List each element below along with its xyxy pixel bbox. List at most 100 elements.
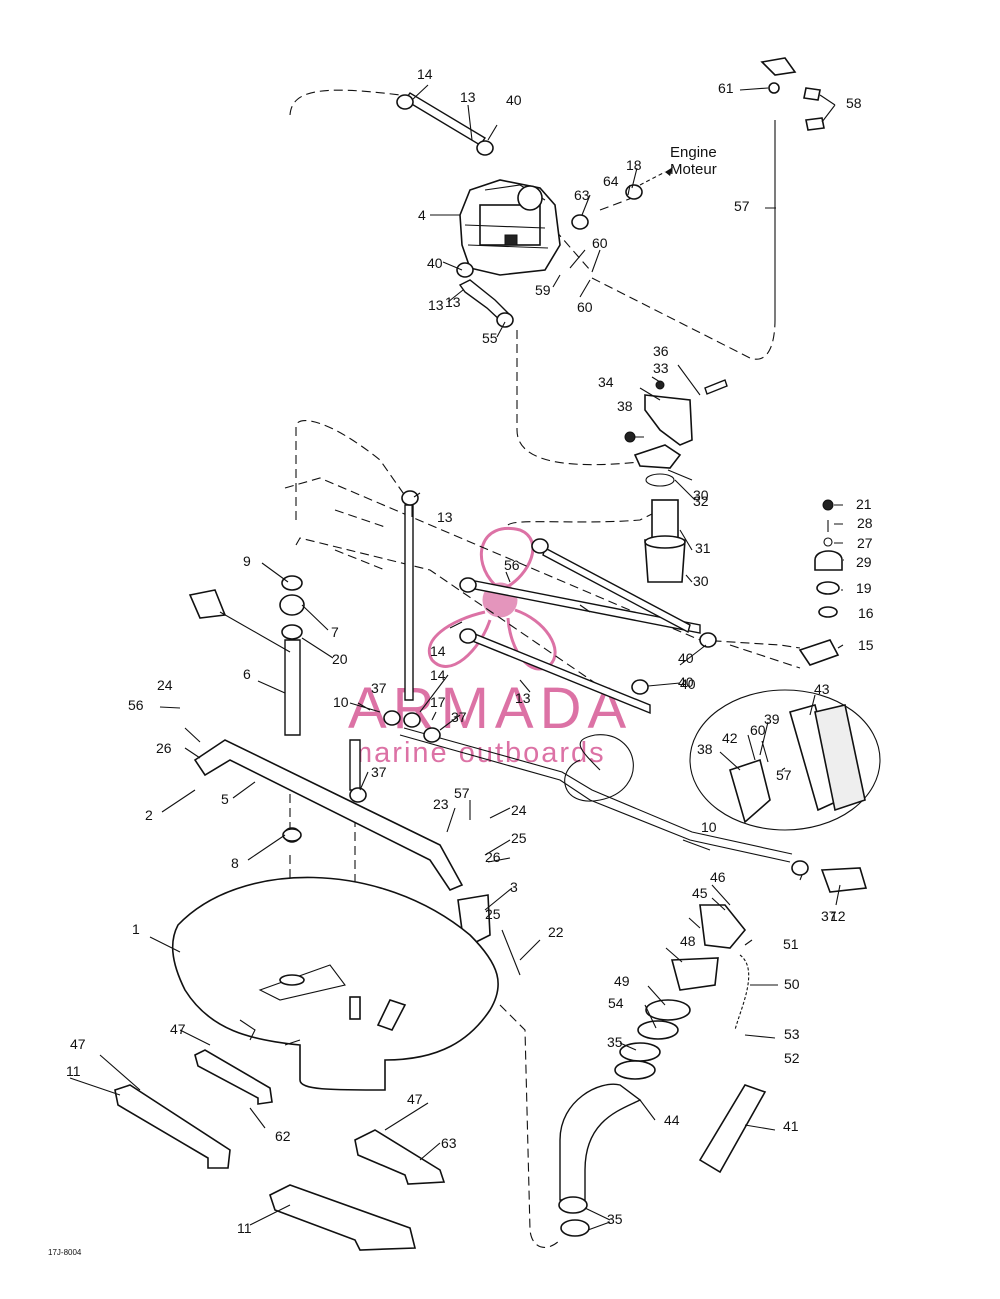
callout-40: 40 [427, 255, 443, 271]
watermark-tagline: marine outboards [348, 737, 606, 769]
callout-60: 60 [592, 235, 608, 251]
callout-22: 22 [548, 924, 564, 940]
fuel-gauge-sender [760, 57, 825, 320]
detail-inset [689, 689, 881, 831]
callout-18: 18 [626, 157, 642, 173]
callout-60: 60 [750, 722, 766, 738]
callout-20: 20 [332, 651, 348, 667]
fuel-filter-assembly [624, 379, 728, 583]
watermark-brand: ARMADA [348, 676, 632, 741]
callout-14: 14 [430, 643, 446, 659]
callout-57: 57 [776, 767, 792, 783]
callout-37: 37 [371, 680, 387, 696]
callout-5: 5 [221, 791, 229, 807]
callout-44: 44 [664, 1112, 680, 1128]
callout-54: 54 [608, 995, 624, 1011]
callout-30: 30 [693, 573, 709, 589]
callout-1: 1 [132, 921, 140, 937]
callout-12: 12 [830, 908, 846, 924]
callout-35: 35 [607, 1034, 623, 1050]
callout-16: 16 [858, 605, 874, 621]
callout-47: 47 [170, 1021, 186, 1037]
callout-47: 47 [407, 1091, 423, 1107]
callout-52: 52 [784, 1050, 800, 1066]
callout-40: 40 [680, 676, 696, 692]
callout-leaders [69, 84, 844, 1231]
fuel-pickup [188, 589, 305, 842]
callout-11: 11 [66, 1063, 81, 1079]
armada-watermark: ARMADA marine outboards [348, 526, 632, 769]
callout-57: 57 [734, 198, 750, 214]
callout-37: 37 [371, 764, 387, 780]
callout-8: 8 [231, 855, 239, 871]
callout-37: 37 [821, 908, 837, 924]
callout-47: 47 [70, 1036, 86, 1052]
callout-14: 14 [430, 667, 446, 683]
callout-10: 10 [333, 694, 349, 710]
callout-57: 57 [454, 785, 470, 801]
callout-28: 28 [857, 515, 873, 531]
callout-63: 63 [574, 187, 590, 203]
callout-40: 40 [678, 674, 694, 690]
callout-60: 60 [577, 299, 593, 315]
callout-13: 13 [428, 297, 444, 313]
callout-13: 13 [515, 690, 531, 706]
callout-50: 50 [784, 976, 800, 992]
callout-58: 58 [846, 95, 862, 111]
callout-33: 33 [653, 360, 669, 376]
callout-38: 38 [617, 398, 633, 414]
callout-43: 43 [814, 681, 830, 697]
callout-53: 53 [784, 1026, 800, 1042]
callout-31: 31 [695, 540, 711, 556]
destination-label: Engine Moteur [639, 144, 717, 186]
callout-61: 61 [718, 80, 734, 96]
callout-59: 59 [535, 282, 551, 298]
callout-46: 46 [710, 869, 726, 885]
callout-45: 45 [692, 885, 708, 901]
callout-29: 29 [856, 554, 872, 570]
callout-19: 19 [856, 580, 872, 596]
callout-32: 32 [693, 493, 709, 509]
callout-25: 25 [485, 906, 501, 922]
clamp-icons [281, 94, 809, 1237]
callout-24: 24 [511, 802, 527, 818]
callout-10: 10 [701, 819, 717, 835]
callout-38: 38 [697, 741, 713, 757]
callout-34: 34 [598, 374, 614, 390]
callout-51: 51 [783, 936, 799, 952]
callout-62: 62 [275, 1128, 291, 1144]
filler-neck-assembly [614, 867, 868, 1174]
callout-49: 49 [614, 973, 630, 989]
callout-6: 6 [243, 666, 251, 682]
callout-37: 37 [451, 709, 467, 725]
destination-label-line1: Engine [670, 144, 717, 161]
callout-40: 40 [678, 650, 694, 666]
callout-numbers: 1234567891010111112131313131314141415161… [66, 66, 874, 1236]
callout-40: 40 [506, 92, 522, 108]
callout-35: 35 [607, 1211, 623, 1227]
mounting-skids [114, 1049, 446, 1251]
callout-14: 14 [417, 66, 433, 82]
callout-55: 55 [482, 330, 498, 346]
callout-56: 56 [504, 557, 520, 573]
callout-63: 63 [441, 1135, 457, 1151]
callout-36: 36 [653, 343, 669, 359]
fuel-tank-1 [171, 876, 499, 1091]
callout-21: 21 [856, 496, 872, 512]
carburetor-4 [459, 179, 561, 276]
callout-11: 11 [237, 1220, 252, 1236]
callout-27: 27 [857, 535, 873, 551]
callout-56: 56 [128, 697, 144, 713]
callout-17: 17 [430, 694, 446, 710]
fuel-pump-parts [798, 499, 843, 666]
callout-3: 3 [510, 879, 518, 895]
callout-30: 30 [693, 487, 709, 503]
callout-7: 7 [331, 624, 339, 640]
callout-26: 26 [485, 849, 501, 865]
callout-26: 26 [156, 740, 172, 756]
callout-9: 9 [243, 553, 251, 569]
callout-48: 48 [680, 933, 696, 949]
destination-label-line2: Moteur [670, 161, 717, 178]
